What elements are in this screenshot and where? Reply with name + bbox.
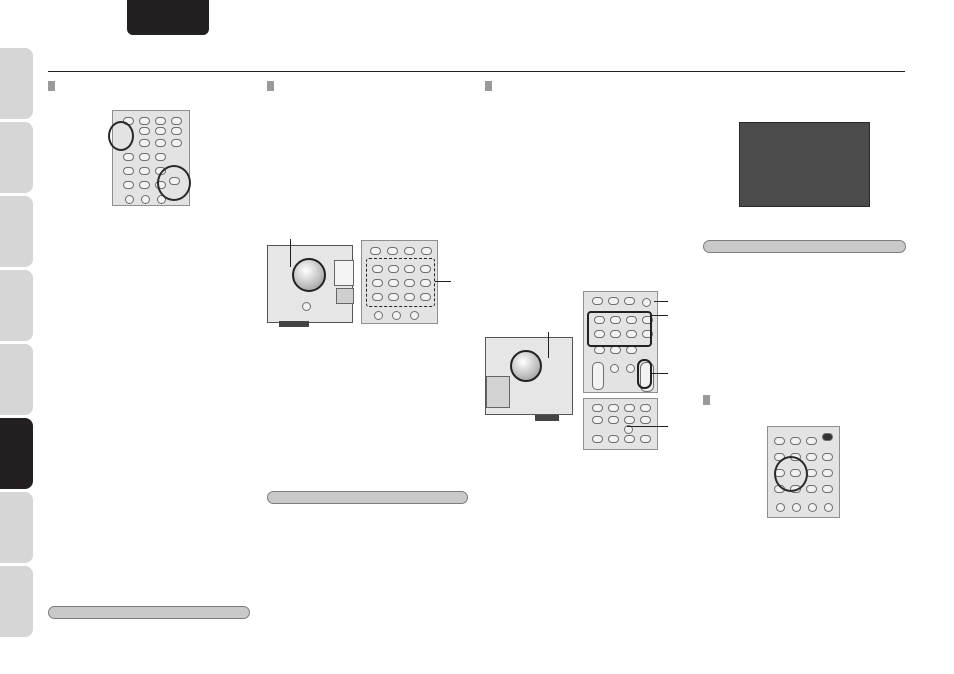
- remote-control-illustration-3: [583, 291, 658, 393]
- sidebar-tab-5[interactable]: [0, 344, 33, 415]
- section-marker-4: [703, 395, 710, 405]
- callout-line: [435, 281, 451, 282]
- note-pill-3: [703, 240, 906, 253]
- header-tab: [127, 0, 209, 35]
- input-selector-knob: [292, 258, 326, 292]
- unit-foot: [279, 321, 309, 327]
- main-unit-illustration-2: [485, 337, 573, 415]
- callout-line: [652, 373, 668, 374]
- sidebar-tab-8[interactable]: [0, 566, 33, 637]
- main-unit-illustration-1: [267, 245, 354, 323]
- callout-line: [290, 239, 291, 267]
- section-marker-3: [485, 81, 492, 91]
- header-rule: [48, 71, 905, 72]
- callout-line: [652, 315, 668, 316]
- highlight-ring-setup: [157, 165, 191, 201]
- highlight-ring-setup: [774, 456, 808, 492]
- remote-control-illustration-1: [112, 110, 190, 206]
- volume-buttons-highlight: [637, 359, 652, 389]
- callout-line: [654, 301, 668, 302]
- callout-line: [548, 332, 549, 358]
- source-buttons-highlight: [366, 258, 435, 307]
- highlight-ring-input: [108, 121, 134, 151]
- source-buttons-highlight: [587, 311, 652, 347]
- note-pill-1: [48, 606, 250, 619]
- volume-knob: [510, 350, 542, 382]
- note-pill-2: [267, 491, 468, 504]
- on-screen-display: [739, 122, 870, 207]
- section-marker-1: [48, 81, 55, 91]
- section-marker-2: [267, 81, 274, 91]
- unit-foot: [535, 415, 559, 421]
- callout-line: [627, 426, 668, 427]
- sidebar-tab-6-active[interactable]: [0, 418, 33, 489]
- sidebar-tab-1[interactable]: [0, 48, 33, 119]
- sidebar-tab-4[interactable]: [0, 270, 33, 341]
- sidebar-tab-3[interactable]: [0, 196, 33, 267]
- sidebar-tab-7[interactable]: [0, 492, 33, 563]
- sidebar-tab-2[interactable]: [0, 122, 33, 193]
- remote-control-illustration-4: [583, 398, 658, 450]
- remote-control-illustration-2: [361, 240, 438, 324]
